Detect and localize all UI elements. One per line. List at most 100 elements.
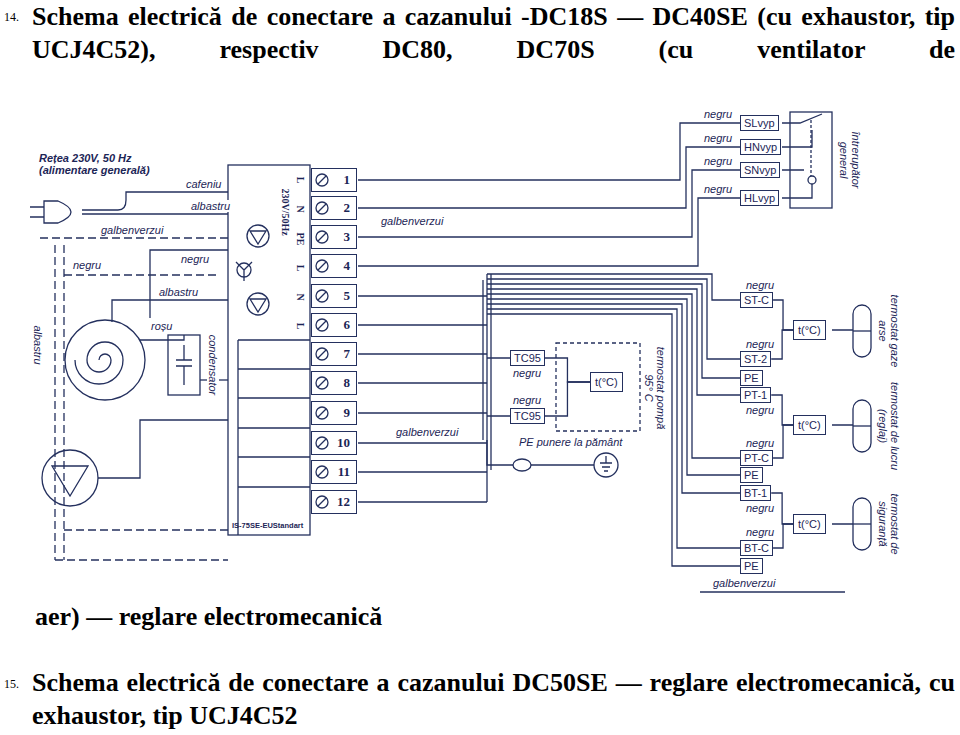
pump-thermostat-frame <box>556 343 640 431</box>
node-text: 1 <box>344 172 351 187</box>
terminal-screws <box>316 437 328 449</box>
wire-color: negru <box>745 526 775 538</box>
connector-tag: BT-C <box>740 540 773 556</box>
earth-lug <box>513 453 618 477</box>
harness-wires <box>358 147 740 208</box>
thermostat-box: t(°C) <box>793 320 826 340</box>
part-name: termostat de siguranță <box>877 478 901 570</box>
wire-color: negru <box>180 253 210 265</box>
thermostat-box: t(°C) <box>793 415 826 435</box>
wire-color: negru <box>745 404 775 416</box>
node-text: HLvyp <box>744 192 775 204</box>
earth-lug <box>513 459 531 471</box>
terminal-screw: 7 <box>311 342 357 366</box>
node-text: 5 <box>344 288 351 303</box>
capacitor-symbol <box>176 345 192 385</box>
harness-wires <box>487 309 740 548</box>
node-text: 8 <box>344 375 351 390</box>
earth-note: PE punere la pământ <box>518 436 623 448</box>
thermostat-bulbs <box>832 330 853 524</box>
wire-color: negru <box>745 338 775 350</box>
terminal-screws <box>318 233 326 241</box>
node-text: 4 <box>344 258 351 273</box>
connector-tag: ST-2 <box>740 351 771 367</box>
terminal-housing <box>250 231 266 244</box>
node-text: 2 <box>344 200 351 215</box>
connector-tag: PE <box>740 558 763 574</box>
part-name: termostat gaze arse <box>877 290 901 372</box>
capacitor-symbol <box>140 335 184 340</box>
part-name: întrerupător general <box>838 114 862 206</box>
figure-heading: Schema electrică de conectare a cazanulu… <box>32 666 955 732</box>
part-name: termostat de lucru (reglaj) <box>877 380 901 472</box>
terminal-screws <box>318 321 326 329</box>
harness-wires <box>487 294 740 458</box>
connector-tag: PT-1 <box>740 387 771 403</box>
supply-wires <box>64 529 228 530</box>
wire-connector <box>773 300 793 330</box>
mains-plug <box>82 213 228 214</box>
wire-connector <box>545 382 590 416</box>
terminal-screw: 1 <box>311 168 357 192</box>
main-switch <box>782 112 832 208</box>
thermostat-bulbs <box>853 498 871 550</box>
node-text: t(°C) <box>798 324 821 336</box>
supply-wires <box>40 238 228 560</box>
main-switch <box>790 112 832 208</box>
pin-name: L <box>295 322 306 331</box>
node-text: 9 <box>344 405 351 420</box>
harness-wires <box>487 299 740 475</box>
supply-wires <box>63 245 64 560</box>
capacitor-symbol <box>168 335 200 395</box>
exhaust-fan-motor <box>75 342 123 384</box>
terminal-screw: 12 <box>311 490 357 514</box>
harness-wires <box>358 123 740 180</box>
node-text: PT-C <box>744 452 769 464</box>
connector-tag: HNvyp <box>740 139 781 155</box>
terminal-screws <box>316 260 328 272</box>
node-text: PE <box>744 469 759 481</box>
terminal-screw: 9 <box>311 401 357 425</box>
wire-color: albastru <box>32 324 44 365</box>
terminal-screw: 6 <box>311 313 357 337</box>
harness-wires <box>487 304 740 493</box>
node-text: t(°C) <box>798 518 821 530</box>
wire-color: negru <box>745 437 775 449</box>
harness-wires <box>700 591 845 592</box>
harness-wires <box>487 358 510 416</box>
pin-name: L <box>295 176 306 185</box>
earth-lug <box>600 456 612 471</box>
node-text: 7 <box>344 346 351 361</box>
harness-wires <box>486 274 487 502</box>
wire-color: negru <box>703 183 733 195</box>
node-text: BT-1 <box>744 487 767 499</box>
node-text: SLvyp <box>744 117 775 129</box>
figure-number: 14. <box>4 10 19 25</box>
mains-plug <box>30 207 44 217</box>
terminal-screws <box>318 204 326 212</box>
node-text: SNvyp <box>744 164 776 176</box>
main-switch <box>810 120 811 176</box>
connector-tag: PT-C <box>740 450 773 466</box>
node-text: t(°C) <box>798 419 821 431</box>
part-name: condensator <box>207 334 219 397</box>
terminal-screws <box>318 262 326 270</box>
main-switch <box>790 114 822 198</box>
terminal-screws <box>316 290 328 302</box>
terminal-screws <box>316 407 328 419</box>
part-code: IS-75SE-EUStandart <box>231 521 304 530</box>
figure-heading: aer) — reglare electromecanică <box>35 600 382 633</box>
terminal-screw: 11 <box>311 460 357 484</box>
harness-wires <box>487 284 740 378</box>
terminal-housing <box>238 340 310 535</box>
mains-plug <box>44 201 71 223</box>
supply-wires <box>112 300 228 322</box>
thermostat-bulbs <box>853 330 871 331</box>
node-text: BT-C <box>744 542 769 554</box>
node-text: 12 <box>337 494 350 509</box>
thermostat-bulbs <box>853 425 871 426</box>
node-text: 6 <box>344 317 351 332</box>
terminal-screws <box>318 468 326 476</box>
terminal-screws <box>318 409 326 417</box>
terminal-screws <box>316 496 328 508</box>
